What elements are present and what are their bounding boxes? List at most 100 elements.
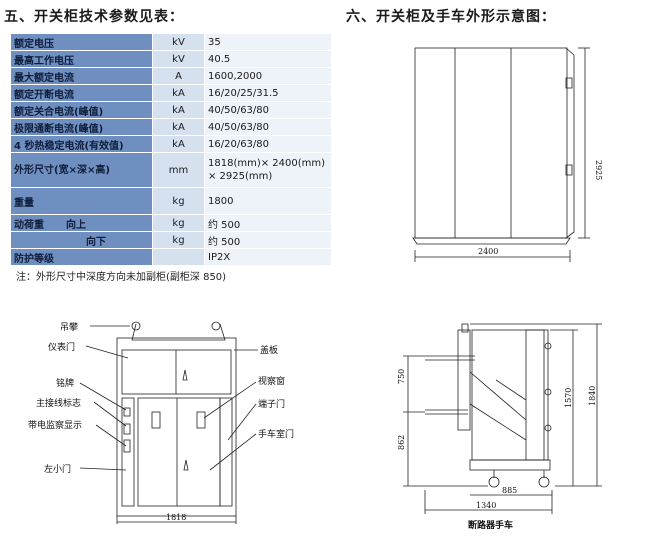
param-value: 约 500 — [204, 214, 332, 232]
truck-column — [457, 329, 471, 431]
leader-line — [227, 403, 257, 441]
param-unit: kg — [152, 187, 205, 215]
param-unit: kV — [152, 50, 205, 68]
cabinet-outline — [116, 337, 237, 517]
lifting-eye-icon — [211, 321, 221, 331]
leader-line — [203, 381, 257, 419]
cabinet-side-view — [412, 47, 590, 262]
label-mimic-bus: 主接线标志 — [36, 397, 81, 409]
breaker-truck-view — [403, 323, 602, 514]
param-name: 动荷重 向上 — [10, 214, 153, 232]
label-viewing-window: 视察窗 — [258, 375, 285, 387]
leader-line — [93, 401, 127, 427]
dim-750: 750 — [397, 369, 406, 384]
terminal-door — [219, 397, 233, 507]
label-left-small-door: 左小门 — [44, 463, 71, 475]
param-name: 额定电压 — [10, 33, 153, 51]
label-instrument-door: 仪表门 — [48, 341, 75, 353]
label-truck-room-door: 手车室门 — [258, 428, 294, 440]
handle-icon — [183, 459, 189, 471]
knob-icon — [544, 424, 552, 432]
value-line: 1818(mm)× 2400(mm) — [208, 158, 326, 169]
handle-icon — [565, 164, 573, 176]
leader-line — [85, 345, 129, 359]
param-value: IP2X — [204, 248, 332, 266]
param-value: 1800 — [204, 187, 332, 215]
leader-line — [209, 433, 257, 471]
param-value: 40/50/63/80 — [204, 101, 332, 119]
param-name-sub: 向上 — [66, 219, 86, 231]
live-indicator-icon — [123, 439, 131, 453]
leader-line — [95, 424, 127, 447]
wheel-icon — [538, 476, 550, 488]
param-name: 防护等级 — [10, 248, 153, 266]
dim-1570: 1570 — [564, 388, 573, 408]
lifting-bracket — [131, 323, 226, 341]
param-value: 16/20/25/31.5 — [204, 84, 332, 102]
truck-room-door — [137, 397, 221, 507]
cabinet-front-view — [79, 321, 258, 524]
label-nameplate: 铭牌 — [56, 377, 74, 389]
instrument-door — [121, 349, 232, 395]
param-name: 最高工作电压 — [10, 50, 153, 68]
handle-icon — [182, 369, 188, 381]
param-name: 4 秒热稳定电流(有效值) — [10, 135, 153, 153]
front-panel — [525, 329, 549, 461]
param-value: 35 — [204, 33, 332, 51]
dim-width-1818: 1818 — [166, 513, 186, 522]
param-name: 最大额定电流 — [10, 67, 153, 85]
param-name: 额定关合电流(峰值) — [10, 101, 153, 119]
viewing-window — [196, 411, 206, 429]
dim-height-2925: 2925 — [594, 160, 603, 180]
value-line: × 2925(mm) — [208, 171, 273, 182]
label-live-indicator: 带电监察显示 — [28, 419, 82, 431]
breaker-body — [471, 329, 545, 461]
mimic-bus-icon — [123, 423, 131, 435]
param-unit: kA — [152, 118, 205, 136]
param-value: 40.5 — [204, 50, 332, 68]
cabinet-rear — [565, 47, 575, 239]
nameplate-icon — [123, 407, 131, 417]
lifting-eye-icon — [131, 321, 141, 331]
param-value: 16/20/63/80 — [204, 135, 332, 153]
param-name: 向下 — [10, 231, 153, 249]
param-unit: kA — [152, 135, 205, 153]
spec-heading: 五、开关柜技术参数见表： — [4, 9, 184, 25]
label-cover-plate: 盖板 — [260, 344, 278, 356]
viewing-window — [151, 411, 161, 429]
param-unit: kA — [152, 101, 205, 119]
cabinet-outline — [414, 47, 568, 239]
param-name-main: 动荷重 — [14, 219, 44, 231]
truck-chassis — [469, 459, 551, 471]
knob-icon — [544, 342, 552, 350]
cabinet-base — [412, 237, 571, 245]
drawing-heading: 六、开关柜及手车外形示意图： — [346, 9, 556, 25]
handle-icon — [565, 77, 573, 89]
leader-line — [79, 467, 127, 471]
param-unit: kV — [152, 33, 205, 51]
param-name: 外形尺寸(宽×深×高) — [10, 152, 153, 188]
param-unit — [152, 248, 205, 266]
dim-862: 862 — [397, 435, 406, 450]
dim-width-2400: 2400 — [478, 247, 498, 256]
label-terminal-door: 端子门 — [258, 398, 285, 410]
param-name: 极限通断电流(峰值) — [10, 118, 153, 136]
dim-1340: 1340 — [476, 501, 496, 510]
wheel-icon — [488, 476, 500, 488]
param-name-sub: 向下 — [86, 236, 106, 248]
contact-top — [461, 323, 469, 333]
dim-885: 885 — [502, 486, 517, 495]
param-value: 1818(mm)× 2400(mm) × 2925(mm) — [204, 152, 332, 188]
truck-caption: 断路器手车 — [468, 519, 513, 531]
